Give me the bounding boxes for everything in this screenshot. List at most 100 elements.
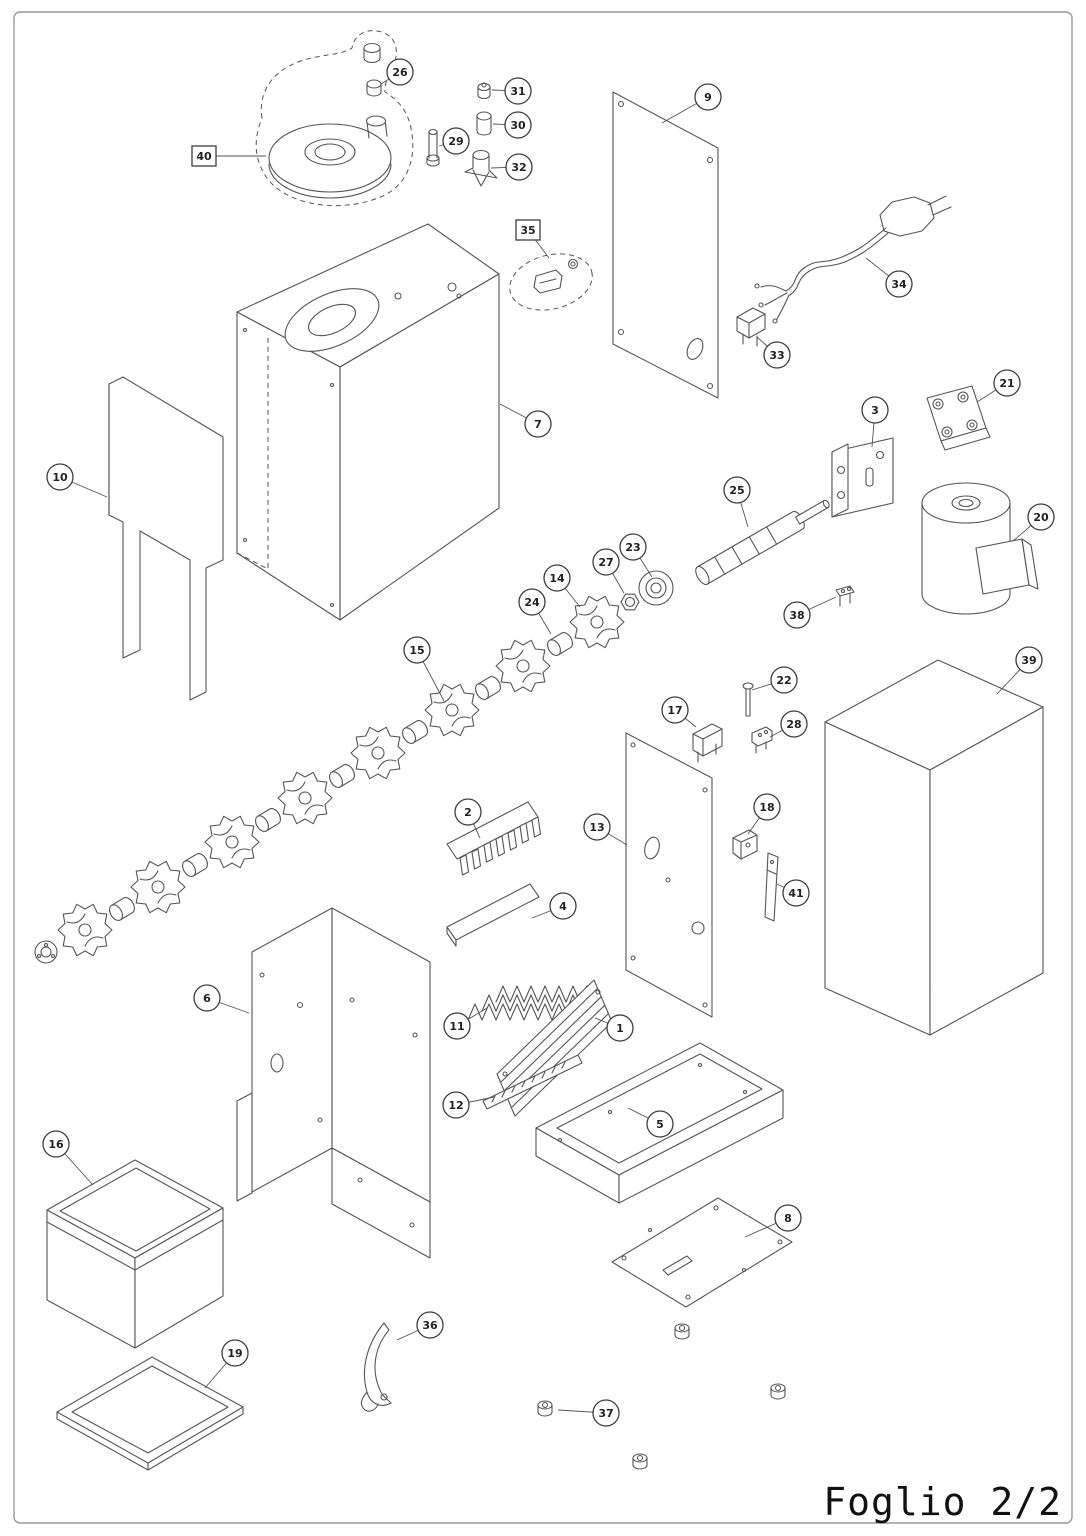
part-16-bin: [46, 1159, 224, 1349]
callout-bubble: [518, 588, 546, 616]
callout-35: 35: [515, 219, 550, 259]
callout-bubble: [763, 341, 791, 369]
callout-bubble: [193, 984, 221, 1012]
callout-bubble: [861, 396, 889, 424]
callout-number: 21: [999, 377, 1014, 390]
part-7-housing: [236, 223, 500, 621]
callout-bubble: [386, 58, 414, 86]
callout-bubble: [606, 1014, 634, 1042]
callout-bubble: [774, 1204, 802, 1232]
callout-number: 27: [598, 556, 613, 569]
rubber-feet: [632, 1323, 786, 1470]
part-39-cover-box: [824, 659, 1044, 1036]
callout-6: 6: [193, 984, 250, 1014]
callout-number: 23: [625, 541, 640, 554]
callout-25: 25: [723, 476, 751, 528]
callout-number: 30: [510, 119, 526, 132]
callout-bubble: [42, 1130, 70, 1158]
part-22-screw: [742, 682, 754, 717]
part-32-valve: [464, 149, 498, 187]
callout-7: 7: [499, 403, 552, 438]
callout-bubble: [783, 601, 811, 629]
part-12-strip: [482, 1054, 583, 1110]
callout-19: 19: [204, 1339, 249, 1389]
part-23-bearing: [638, 570, 674, 606]
callout-bubble: [694, 83, 722, 111]
callout-bubble: [442, 1091, 470, 1119]
part-19-frame: [56, 1356, 244, 1471]
callout-number: 1: [616, 1022, 624, 1035]
part-31-fitting: [477, 82, 491, 100]
part-36-scraper: [360, 1322, 392, 1412]
callout-1: 1: [594, 1014, 634, 1042]
callout-32: 32: [490, 153, 533, 181]
callout-38: 38: [783, 596, 837, 629]
callout-number: 32: [511, 161, 526, 174]
callout-8: 8: [744, 1204, 802, 1238]
callout-number: 14: [549, 572, 565, 585]
callout-16: 16: [42, 1130, 94, 1186]
callout-23: 23: [619, 533, 653, 578]
callout-number: 5: [656, 1118, 664, 1131]
callout-number: 18: [759, 801, 774, 814]
callout-bubble: [780, 710, 808, 738]
callout-bubble: [46, 463, 74, 491]
callout-number: 22: [776, 674, 791, 687]
callout-bubble: [524, 410, 552, 438]
callout-22: 22: [751, 666, 798, 694]
callout-15: 15: [403, 636, 445, 702]
callout-bubble: [515, 219, 541, 241]
part-29-pin: [426, 128, 440, 167]
callout-number: 7: [534, 418, 542, 431]
part-blade-stack: [34, 595, 625, 964]
callout-9: 9: [661, 83, 722, 124]
callout-number: 2: [464, 806, 472, 819]
callout-bubble: [1027, 503, 1055, 531]
callout-bubble: [782, 879, 810, 907]
part-2-comb: [446, 801, 542, 876]
callout-bubble: [993, 369, 1021, 397]
part-17-bracket: [692, 723, 723, 763]
callout-number: 31: [510, 85, 525, 98]
callout-39: 39: [996, 646, 1043, 695]
callout-number: 33: [769, 349, 784, 362]
callout-29: 29: [438, 127, 470, 155]
part-28-terminal: [751, 726, 773, 754]
callout-20: 20: [1012, 503, 1055, 542]
callout-number: 11: [449, 1020, 464, 1033]
part-6-inner-panel: [236, 907, 431, 1259]
callout-bubble: [443, 1012, 471, 1040]
callout-number: 41: [788, 887, 803, 900]
callout-number: 28: [786, 718, 801, 731]
callout-number: 38: [789, 609, 804, 622]
callout-number: 3: [871, 404, 879, 417]
page-border: [13, 11, 1073, 1524]
callout-number: 29: [448, 135, 463, 148]
callout-number: 26: [392, 66, 408, 79]
callout-number: 9: [704, 91, 712, 104]
callout-number: 25: [729, 484, 744, 497]
part-40-impeller-group: [255, 30, 414, 207]
callout-bubble: [505, 153, 533, 181]
callout-24: 24: [518, 588, 552, 635]
part-30-fitting: [476, 111, 492, 136]
callout-number: 40: [196, 150, 212, 163]
callout-bubble: [549, 892, 577, 920]
part-4-plate: [446, 883, 540, 947]
part-18-bracket: [732, 829, 758, 860]
callout-4: 4: [531, 892, 577, 920]
callout-bubble: [1015, 646, 1043, 674]
callout-5: 5: [627, 1107, 674, 1138]
callout-number: 15: [409, 644, 424, 657]
callout-bubble: [592, 1399, 620, 1427]
callout-18: 18: [747, 793, 781, 835]
callout-11: 11: [443, 1007, 488, 1040]
sheet-title: Foglio 2/2: [823, 1480, 1062, 1524]
callout-10: 10: [46, 463, 108, 498]
callout-number: 39: [1021, 654, 1036, 667]
part-34-power-cord: [754, 195, 952, 324]
callout-bubble: [723, 476, 751, 504]
part-21-motor-cap: [926, 385, 991, 451]
